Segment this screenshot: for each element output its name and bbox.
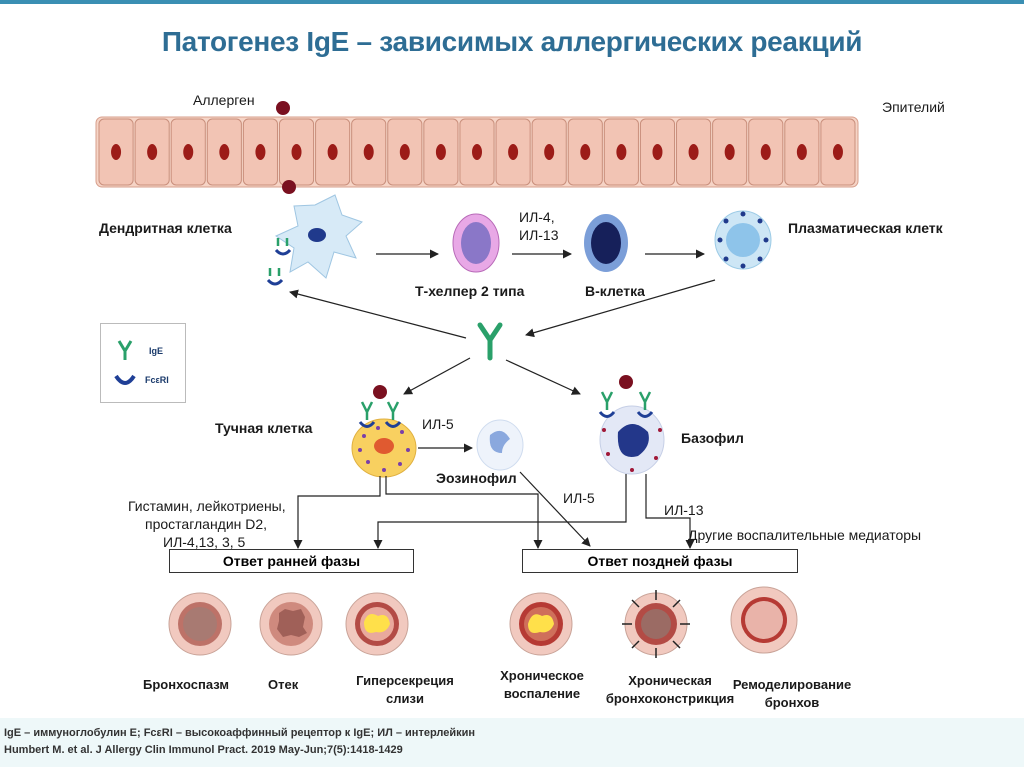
hypersecretion-label-1: Гиперсекреция (356, 673, 454, 688)
hypersecretion-label-2: слизи (386, 691, 424, 706)
epithelial-nucleus (688, 144, 699, 160)
arrows (289, 249, 716, 549)
mast-cell-icon (351, 385, 417, 478)
th2-label: Т-хелпер 2 типа (415, 283, 525, 299)
basophil-icon (598, 375, 665, 475)
epithelial-nucleus (760, 144, 771, 160)
il4-label: ИЛ-4, (519, 209, 555, 225)
epithelial-nucleus (724, 144, 735, 160)
footer: IgE – иммуноглобулин E; FcεRI – высокоаф… (0, 718, 1024, 767)
bronchospasm-label: Бронхоспазм (143, 677, 229, 692)
epithelial-nucleus (399, 144, 410, 160)
epithelial-nucleus (219, 144, 230, 160)
footer-abbreviations: IgE – иммуноглобулин E; FcεRI – высокоаф… (4, 727, 476, 739)
bronchospasm-icon (168, 592, 232, 656)
hypersecretion-icon (345, 592, 409, 656)
epithelial-nucleus (796, 144, 807, 160)
epithelial-nucleus (255, 144, 266, 160)
epithelial-nucleus (544, 144, 555, 160)
th2-cell-icon (452, 213, 500, 273)
dendritic-cell-label: Дендритная клетка (99, 220, 232, 236)
ige-antibody-icon (477, 322, 503, 361)
eosinophil-label: Эозинофил (436, 470, 517, 486)
remodeling-label-2: бронхов (764, 695, 820, 710)
chronic-inflammation-icon (509, 592, 573, 656)
chronic-constriction-label-1: Хроническая (628, 673, 712, 688)
epithelial-nucleus (616, 144, 627, 160)
remodeling-label-1: Ремоделирование (732, 677, 852, 692)
mediators-line2: простагландин D2, (145, 516, 268, 532)
edema-icon (259, 592, 323, 656)
il13-top-label: ИЛ-13 (519, 227, 559, 243)
basophil-label: Базофил (681, 430, 744, 446)
legend-ige-label: IgE (149, 346, 164, 356)
epithelium-layer (95, 116, 859, 188)
mediators-line1: Гистамин, лейкотриены, (128, 498, 286, 514)
dendritic-cell-icon (266, 194, 363, 286)
page-title: Патогенез IgE – зависимых аллергических … (161, 26, 863, 57)
mediators-line3: ИЛ-4,13, 3, 5 (163, 534, 246, 550)
epithelial-nucleus (652, 144, 663, 160)
plasma-cell-label: Плазматическая клетк (788, 220, 943, 236)
legend: IgE FcεRI (100, 323, 186, 403)
epithelial-nucleus (363, 144, 374, 160)
chronic-constriction-label-2: бронхоконстрикция (605, 691, 735, 706)
chronic-inflammation-label-1: Хроническое (500, 668, 584, 683)
epithelial-nucleus (508, 144, 519, 160)
remodeling-icon (730, 586, 798, 654)
epithelial-nucleus (291, 144, 302, 160)
other-mediators-label: Другие воспалительные медиаторы (688, 527, 922, 543)
epithelial-nucleus (147, 144, 158, 160)
late-phase-box: Ответ поздней фазы (522, 549, 798, 573)
allergen-icon (276, 101, 296, 194)
il5-bottom-label: ИЛ-5 (563, 490, 595, 506)
epithelial-nucleus (327, 144, 338, 160)
epithelium-label: Эпителий (882, 99, 945, 115)
epithelial-nucleus (111, 144, 122, 160)
allergen-label: Аллерген (193, 92, 255, 108)
b-cell-icon (584, 214, 628, 272)
il5-top-label: ИЛ-5 (422, 416, 454, 432)
legend-icons (114, 340, 136, 385)
epithelial-nucleus (435, 144, 446, 160)
chronic-inflammation-label-2: воспаление (503, 686, 581, 701)
plasma-cell-icon (714, 210, 772, 270)
legend-fceri-label: FcεRI (145, 375, 169, 385)
epithelial-nucleus (832, 144, 843, 160)
mast-cell-label: Тучная клетка (215, 420, 313, 436)
top-accent-bar (0, 0, 1024, 4)
epithelial-nucleus (183, 144, 194, 160)
bcell-label: В-клетка (585, 283, 645, 299)
edema-label: Отек (268, 677, 299, 692)
il13-bottom-label: ИЛ-13 (664, 502, 704, 518)
epithelial-nucleus (580, 144, 591, 160)
eosinophil-icon (476, 419, 524, 471)
footer-citation: Humbert M. et al. J Allergy Clin Immunol… (4, 744, 403, 756)
chronic-bronchoconstriction-icon (622, 590, 690, 658)
epithelial-nucleus (472, 144, 482, 160)
early-phase-box: Ответ ранней фазы (169, 549, 414, 573)
